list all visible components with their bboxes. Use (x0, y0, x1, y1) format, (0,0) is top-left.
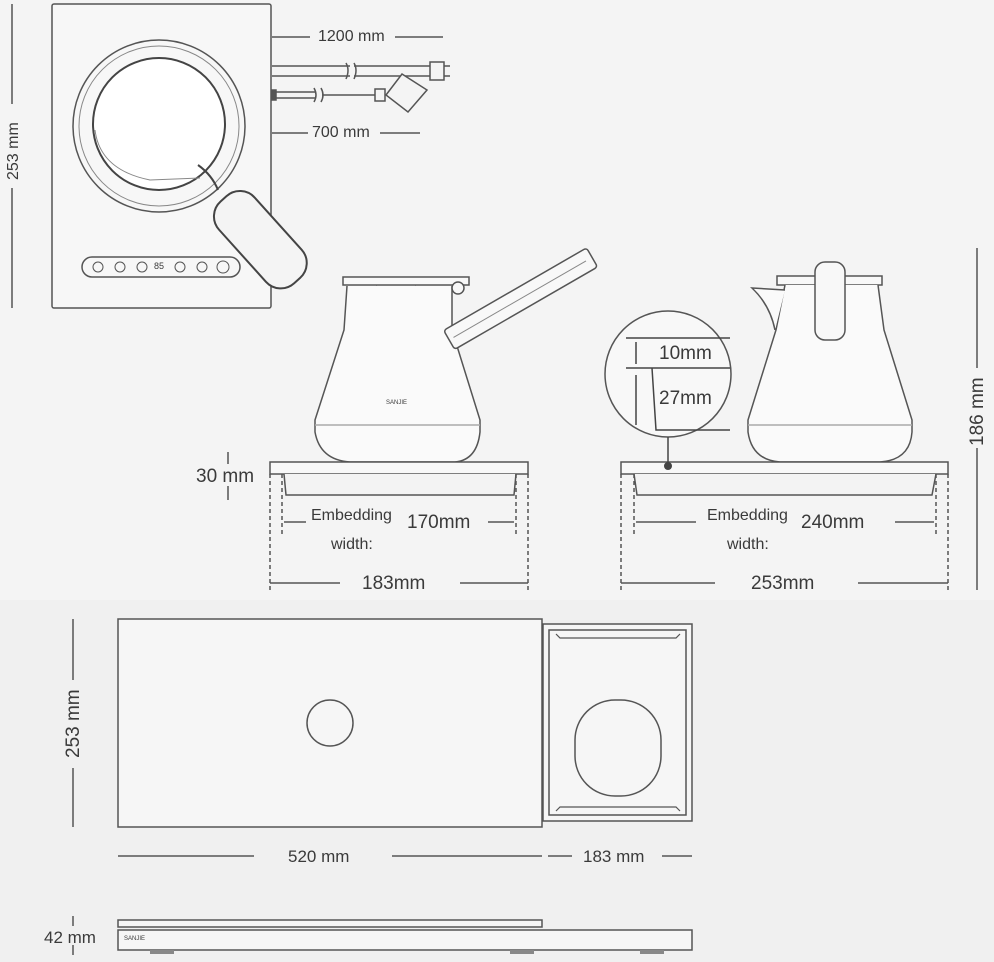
kettle-overall-width: 253mm (751, 573, 815, 594)
kettle-height-label: 186 mm (967, 377, 988, 446)
pot-side-view (227, 248, 598, 590)
profile-view (72, 916, 693, 955)
power-cables (271, 36, 450, 134)
plan-width-main: 520 mm (288, 847, 350, 866)
pot-brand: SANJIE (386, 400, 408, 406)
kettle-embed-value: 240mm (801, 512, 865, 533)
detail-bottom-label: 27mm (659, 388, 712, 409)
cable-1200-label: 1200 mm (318, 28, 385, 45)
plan-height-label: 253 mm (63, 689, 84, 758)
pot-embed-label-1: Embedding (311, 507, 392, 524)
cable-700-label: 700 mm (312, 124, 370, 141)
display-temperature: 85 (154, 261, 165, 271)
pot-embed-label-2: width: (331, 536, 373, 553)
kettle-embed-label-1: Embedding (707, 507, 788, 524)
profile-brand: SANJIE (124, 936, 146, 942)
profile-height-label: 42 mm (44, 928, 96, 947)
kettle-side-view (604, 248, 978, 590)
pot-overall-width: 183mm (362, 573, 426, 594)
plan-width-side: 183 mm (583, 847, 645, 866)
plan-view (72, 618, 693, 857)
top-view-device (51, 3, 308, 309)
pot-height-label: 30 mm (196, 466, 255, 487)
detail-top-label: 10mm (659, 343, 712, 364)
top-view-height-label: 253 mm (5, 122, 22, 180)
pot-embed-value: 170mm (407, 512, 471, 533)
kettle-embed-label-2: width: (727, 536, 769, 553)
